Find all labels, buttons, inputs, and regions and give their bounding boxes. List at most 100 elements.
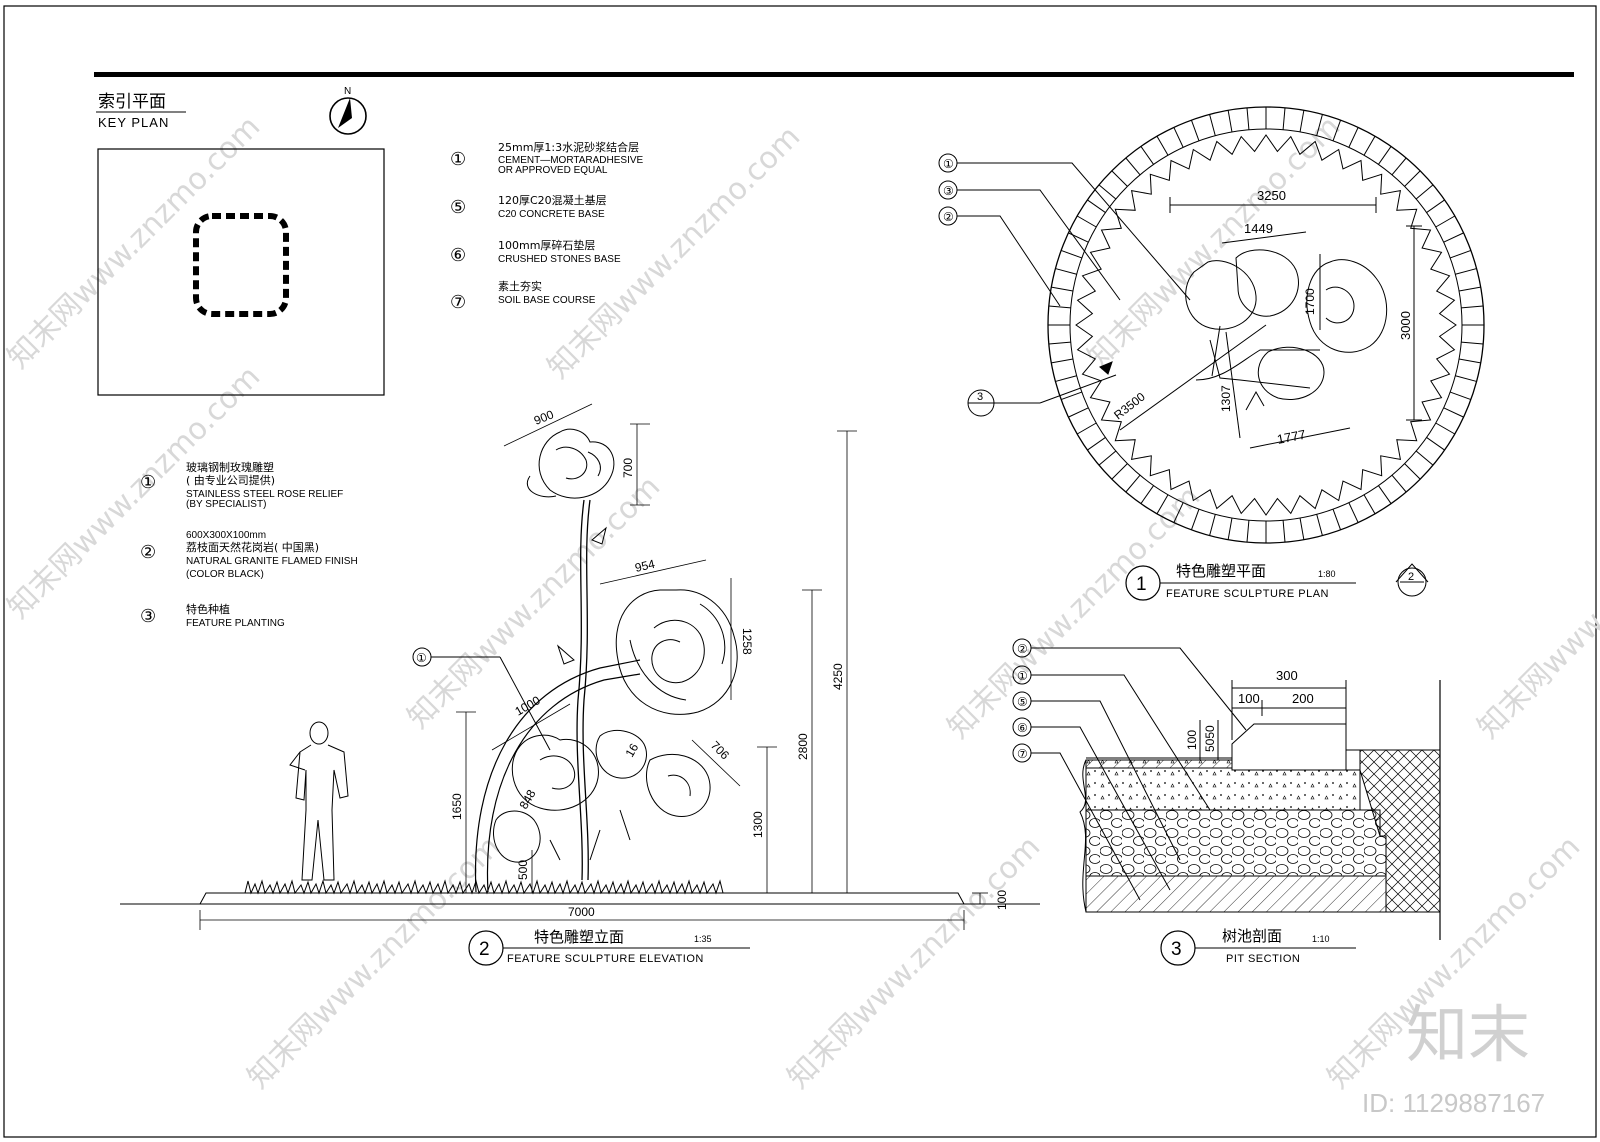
- paver-joint: [1450, 249, 1472, 259]
- paver-joint: [1076, 215, 1097, 228]
- legend-item: ⑤ 120厚C20混凝土基层 C20 CONCRETE BASE: [450, 193, 607, 220]
- svg-text:(BY SPECIALIST): (BY SPECIALIST): [186, 499, 266, 510]
- paver-joint: [1348, 127, 1359, 148]
- paver-joint: [1458, 358, 1481, 364]
- paver-joint: [1190, 509, 1200, 531]
- watermark-text: 知末网www.znzmo.com: [781, 829, 1047, 1095]
- scale-figure-icon: [289, 721, 349, 881]
- section-title-en: PIT SECTION: [1226, 953, 1300, 965]
- paver-joint: [1426, 199, 1445, 213]
- elevation-dim-labels: 900 700 954 1258 1000 706 16 848 500 165…: [450, 407, 1009, 919]
- paver-joint: [1332, 509, 1342, 531]
- plan-scale: 1:80: [1318, 569, 1336, 579]
- elevation-title: 2 特色雕塑立面 1:35 FEATURE SCULPTURE ELEVATIO…: [468, 928, 750, 966]
- watermark-text: 知末网www.znzmo.com: [1471, 479, 1600, 745]
- paver-joint: [1098, 184, 1117, 200]
- paver-joint: [1055, 375, 1077, 382]
- elevation-dimensions: [199, 403, 988, 930]
- paver-joint: [1458, 286, 1481, 292]
- dim-label: 3000: [1398, 311, 1413, 340]
- dim-label: 200: [1292, 691, 1314, 706]
- dim-label: 1700: [1303, 288, 1317, 315]
- dim-label: 7000: [568, 905, 595, 919]
- paver-joint: [1282, 520, 1286, 543]
- key-plan-frame: [97, 148, 385, 396]
- paver-joint: [1125, 474, 1141, 493]
- paver-joint: [1415, 184, 1434, 200]
- section-callout: ②: [1017, 642, 1028, 656]
- paver-joint: [1443, 232, 1464, 243]
- elevation-marker: 2: [1408, 571, 1414, 583]
- paver-joint: [1125, 157, 1141, 176]
- svg-text:STAINLESS STEEL ROSE RELIEF: STAINLESS STEEL ROSE RELIEF: [186, 489, 343, 500]
- dim-label: 1449: [1244, 221, 1273, 236]
- dim-label: 1258: [740, 628, 754, 655]
- paver-joint: [1111, 170, 1128, 187]
- svg-text:⑦: ⑦: [450, 292, 466, 313]
- paver-joint: [1227, 110, 1233, 133]
- dim-label: 954: [634, 557, 657, 575]
- dim-label: 100: [1185, 730, 1199, 750]
- dim-label: 1000: [513, 693, 543, 719]
- legend-item: ⑥ 100mm厚碎石垫层 CRUSHED STONES BASE: [450, 238, 621, 266]
- paver-joint: [1209, 114, 1216, 136]
- svg-text:③: ③: [140, 606, 156, 627]
- svg-text:⑥: ⑥: [450, 245, 466, 266]
- svg-text:玻璃钢制玫瑰雕塑: 玻璃钢制玫瑰雕塑: [186, 460, 274, 474]
- dim-label: 848: [516, 787, 538, 812]
- section-callout: ⑥: [1017, 721, 1028, 735]
- paver-joint: [1316, 114, 1323, 136]
- svg-text:2: 2: [479, 939, 490, 960]
- paver-joint: [1426, 437, 1445, 451]
- plan-title-cn: 特色雕塑平面: [1176, 562, 1266, 580]
- rose-cluster: [492, 729, 711, 863]
- dim-label: 100: [995, 890, 1009, 910]
- paver-joint: [1378, 146, 1392, 165]
- svg-text:特色种植: 特色种植: [186, 602, 230, 616]
- paver-joint: [1246, 520, 1250, 543]
- paver-joint: [1455, 268, 1477, 275]
- dim-label: 4250: [831, 663, 845, 690]
- paver-joint: [1450, 391, 1472, 401]
- svg-text:荔枝面天然花岗岩( 中国黑): 荔枝面天然花岗岩( 中国黑): [186, 540, 319, 554]
- elev-callout: ①: [416, 651, 427, 665]
- title-rule: [94, 72, 1574, 77]
- paver-joint: [1098, 450, 1117, 466]
- sculpture-plan: [938, 106, 1485, 544]
- paver-joint: [1140, 485, 1154, 504]
- paver-joint: [1068, 232, 1089, 243]
- legend-item: ② 600X300X100mm 荔枝面天然花岗岩( 中国黑) NATURAL G…: [140, 530, 358, 580]
- paver-joint: [1404, 170, 1421, 187]
- paver-joint: [1140, 146, 1154, 165]
- svg-text:(COLOR BLACK): (COLOR BLACK): [186, 569, 264, 580]
- svg-text:1: 1: [1136, 574, 1147, 595]
- dim-label: 16: [622, 741, 641, 760]
- section-title-cn: 树池剖面: [1222, 927, 1282, 945]
- key-plan-title-cn: 索引平面: [98, 92, 166, 112]
- plan-callout: ③: [943, 184, 954, 198]
- paver-joint: [1173, 127, 1184, 148]
- svg-text:CEMENT—MORTARADHESIVE: CEMENT—MORTARADHESIVE: [498, 155, 644, 166]
- key-plan-title-en: KEY PLAN: [98, 115, 169, 130]
- svg-text:⑤: ⑤: [450, 197, 466, 218]
- zigzag-edge: [1075, 134, 1457, 516]
- watermark-layer: 知末网www.znzmo.com 知末网www.znzmo.com 知末网www…: [1, 109, 1600, 1095]
- svg-text:3: 3: [1171, 939, 1182, 960]
- dim-label: 700: [621, 458, 635, 478]
- elevation-scale: 1:35: [694, 934, 712, 944]
- paver-joint: [1060, 249, 1082, 259]
- svg-text:100mm厚碎石垫层: 100mm厚碎石垫层: [498, 238, 595, 252]
- paver-joint: [1461, 341, 1484, 345]
- dim-label: R3500: [1111, 389, 1148, 422]
- plan-title-en: FEATURE SCULPTURE PLAN: [1166, 588, 1329, 600]
- paver-joint: [1156, 135, 1169, 156]
- section-title: 3 树池剖面 1:10 PIT SECTION: [1160, 927, 1356, 966]
- watermark-logo: 知末: [1406, 998, 1530, 1071]
- paver-joint: [1190, 119, 1200, 141]
- section-marker: 3: [977, 391, 983, 403]
- elevation-title-en: FEATURE SCULPTURE ELEVATION: [507, 953, 704, 965]
- paver-joint: [1227, 517, 1233, 540]
- paver-joint: [1246, 107, 1250, 130]
- pit-section: [1012, 638, 1441, 940]
- svg-text:②: ②: [140, 542, 156, 563]
